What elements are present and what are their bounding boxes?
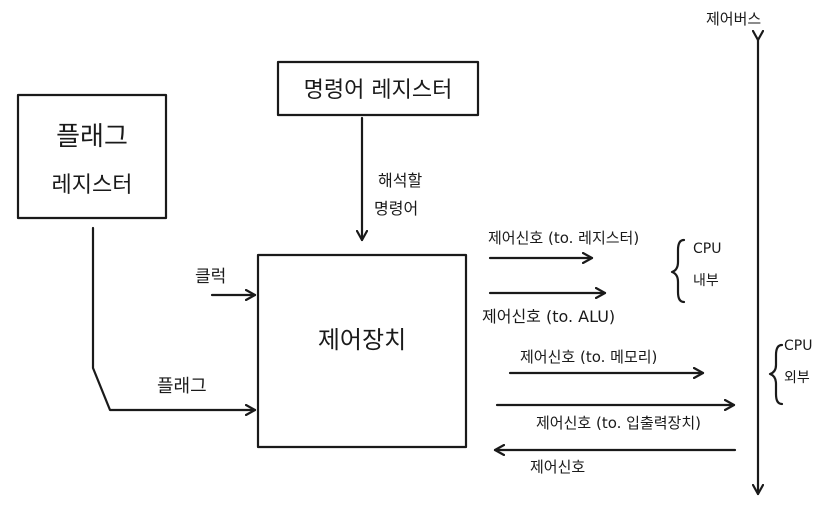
cpu-external-label-line1: CPU [784,338,812,354]
cpu-external-label-line2: 외부 [784,370,810,386]
signal-to-io-label: 제어신호 (to. 입출력장치) [536,414,701,432]
instruction-register-label: 명령어 레지스터 [304,78,453,103]
control-bus-label: 제어버스 [706,10,761,28]
incoming-signal-label: 제어신호 [530,458,585,476]
decoded-instruction-label-line2: 명령어 [374,199,418,218]
flag-register-label-line2: 레지스터 [52,173,133,198]
cpu-external-brace [768,343,784,406]
flag-input-label: 플래그 [157,376,207,397]
signal-to-memory-label: 제어신호 (to. 메모리) [520,348,657,366]
control-unit-box [256,253,468,449]
cpu-internal-label-line1: CPU [693,241,721,257]
signal-to-alu-label: 제어신호 (to. ALU) [482,307,615,326]
clock-label: 클럭 [195,267,226,287]
flag-register-label-line1: 플래그 [56,122,128,152]
flag-arrow [91,226,257,410]
control-unit-label: 제어장치 [318,326,406,354]
cpu-internal-label-line2: 내부 [693,273,719,289]
instruction-register-box [276,60,480,117]
decoded-instruction-label-line1: 해석할 [378,171,422,190]
signal-to-register-label: 제어신호 (to. 레지스터) [488,229,639,247]
cpu-internal-brace [670,238,686,304]
flag-register-box [16,93,168,220]
